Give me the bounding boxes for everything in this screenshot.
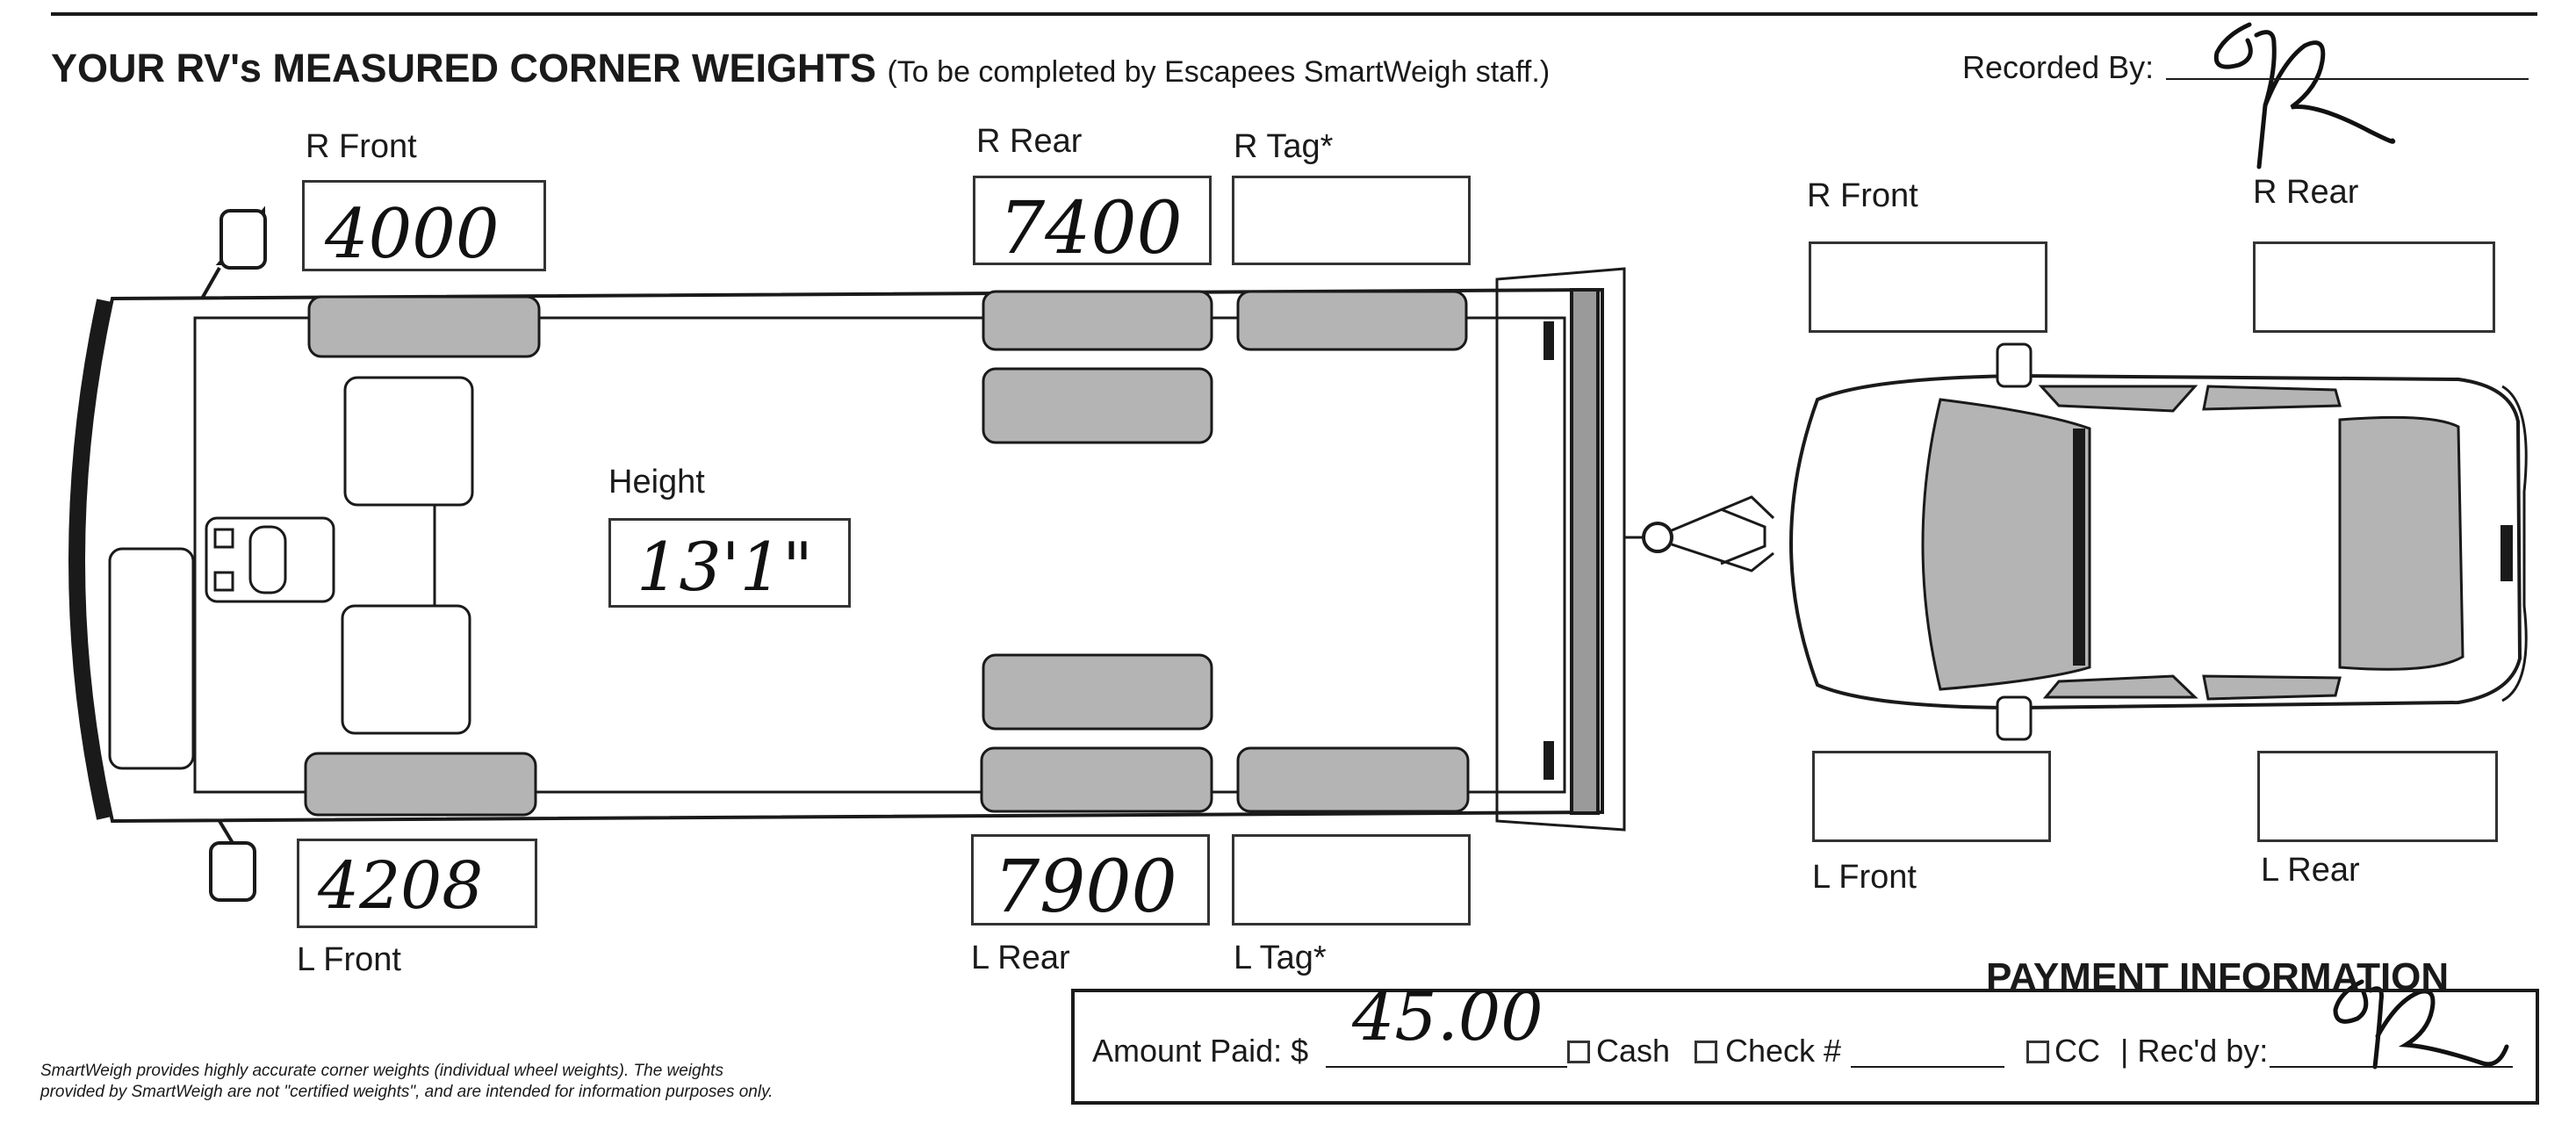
tire-l-rear-inner — [982, 653, 1213, 731]
rv-height-value: 13'1" — [637, 528, 813, 606]
towed-r-front-field[interactable] — [1809, 241, 2047, 333]
disclaimer-line-1: SmartWeigh provides highly accurate corn… — [40, 1062, 723, 1080]
towed-r-rear-field[interactable] — [2253, 241, 2495, 333]
recorded-by-label: Recorded By: — [1962, 49, 2155, 85]
towed-l-front-field[interactable] — [1812, 751, 2051, 842]
amount-paid-label: Amount Paid: $ — [1092, 1033, 1309, 1069]
towed-l-front-label: L Front — [1812, 859, 1917, 896]
rv-l-rear-label: L Rear — [971, 940, 1070, 976]
cc-checkbox[interactable] — [2026, 1041, 2049, 1063]
rv-l-rear-value: 7900 — [994, 846, 1177, 929]
rv-l-front-label: L Front — [297, 941, 401, 978]
tire-l-tag — [1236, 746, 1470, 813]
rv-tires — [304, 290, 1470, 817]
recd-by-signature — [2333, 979, 2509, 1070]
rv-l-front-field[interactable] — [297, 839, 537, 928]
payment-title: PAYMENT INFORMATION — [1986, 955, 2450, 998]
rv-r-front-label: R Front — [306, 128, 417, 165]
disclaimer-line-2: provided by SmartWeigh are not "certifie… — [40, 1083, 774, 1101]
towed-car — [1789, 342, 2528, 741]
tire-r-rear-inner — [982, 367, 1213, 444]
subtitle-text: (To be completed by Escapees SmartWeigh … — [887, 55, 1551, 89]
payment-box — [1071, 989, 2539, 1105]
cash-checkbox[interactable] — [1567, 1041, 1590, 1063]
towed-r-rear-label: R Rear — [2253, 174, 2359, 211]
rv-l-tag-label: L Tag* — [1234, 940, 1327, 976]
rv-l-front-value: 4208 — [318, 848, 484, 924]
rv-r-rear-value: 7400 — [999, 187, 1183, 270]
check-label: Check # — [1725, 1033, 1842, 1069]
recorded-by-signature — [2213, 22, 2396, 169]
rv-r-front-value: 4000 — [325, 195, 500, 274]
tire-r-tag — [1236, 290, 1468, 351]
title-text: YOUR RV's MEASURED CORNER WEIGHTS — [51, 46, 876, 90]
tire-l-front — [304, 752, 537, 817]
rv-r-tag-label: R Tag* — [1234, 128, 1334, 165]
rv-l-tag-field[interactable] — [1232, 834, 1471, 926]
rv-r-rear-label: R Rear — [976, 123, 1083, 160]
tire-l-rear-outer — [980, 746, 1213, 813]
towed-l-rear-field[interactable] — [2257, 751, 2498, 842]
amount-paid-value: 45.00 — [1352, 977, 1543, 1055]
tire-r-front — [307, 295, 541, 358]
cc-label: CC — [2054, 1033, 2100, 1069]
towed-l-rear-label: L Rear — [2261, 852, 2360, 889]
towed-r-front-label: R Front — [1807, 177, 1918, 214]
rv-l-rear-field[interactable] — [971, 834, 1210, 926]
cash-label: Cash — [1596, 1033, 1671, 1069]
rv-r-tag-field[interactable] — [1232, 176, 1471, 265]
rv-r-front-field[interactable] — [302, 180, 546, 271]
rv-height-field[interactable] — [608, 518, 851, 608]
rv-height-label: Height — [608, 464, 705, 501]
tire-r-rear-outer — [982, 290, 1213, 351]
disclaimer: SmartWeigh provides highly accurate corn… — [40, 1061, 773, 1103]
recd-by-label: | Rec'd by: — [2120, 1033, 2269, 1069]
check-checkbox[interactable] — [1695, 1041, 1717, 1063]
rv-r-rear-field[interactable] — [973, 176, 1212, 265]
page-title: YOUR RV's MEASURED CORNER WEIGHTS (To be… — [51, 46, 1550, 91]
